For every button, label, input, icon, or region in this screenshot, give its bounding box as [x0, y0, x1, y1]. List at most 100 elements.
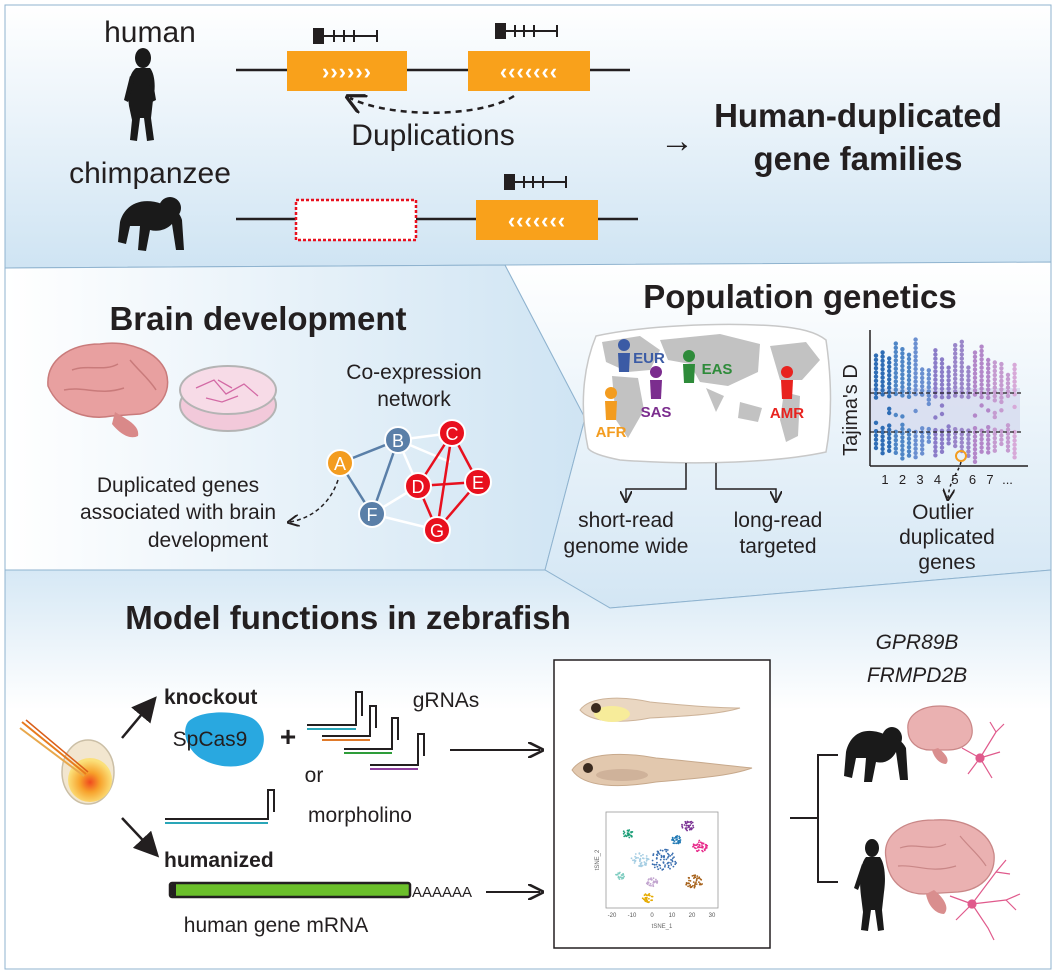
tajimas-d-point [926, 397, 931, 402]
tajimas-d-x-tick: 2 [899, 472, 906, 487]
tajimas-d-point [986, 395, 991, 400]
tajimas-d-point [966, 445, 971, 450]
tsne-point [632, 859, 634, 862]
tajimas-d-point [1012, 450, 1017, 456]
tajimas-d-point [992, 435, 997, 441]
tajimas-d-point [986, 450, 991, 455]
tajimas-d-point [913, 379, 918, 384]
tsne-point [633, 862, 636, 864]
tsne-point [694, 882, 697, 885]
tajimas-d-point [906, 369, 912, 374]
tsne-point [685, 882, 688, 884]
tajimas-d-point [999, 387, 1004, 392]
tajimas-d-x-tick: 7 [986, 472, 993, 487]
tsne-point [655, 857, 658, 860]
long-read-line2: targeted [739, 535, 816, 558]
tajimas-d-point [1005, 427, 1011, 432]
svg-text:AMR: AMR [770, 405, 804, 422]
tsne-point [688, 879, 690, 882]
tajimas-d-point [900, 384, 905, 390]
tajimas-d-point [873, 353, 879, 358]
tajimas-d-point [926, 384, 931, 390]
tsne-point [622, 832, 625, 835]
tajimas-d-point [979, 386, 984, 391]
tajimas-d-point [873, 433, 879, 438]
tajimas-d-point [893, 442, 898, 447]
tajimas-d-point [880, 425, 885, 431]
tajimas-d-point [900, 447, 905, 453]
outlier-line1: Outlier [912, 501, 974, 524]
tajimas-d-point [946, 382, 951, 387]
tsne-point [630, 857, 633, 860]
or-label: or [305, 764, 324, 787]
tsne-point [667, 864, 670, 867]
tsne-point [695, 883, 698, 885]
tsne-point [697, 845, 700, 848]
tsne-point [662, 855, 665, 857]
tsne-point [703, 849, 706, 852]
tsne-point [685, 822, 688, 825]
tajimas-d-point [887, 373, 892, 378]
tajimas-d-point [893, 358, 898, 363]
tsne-point [653, 866, 656, 869]
tajimas-d-point [893, 366, 898, 371]
tajimas-d-point [992, 372, 997, 378]
tajimas-d-point [880, 379, 885, 384]
tajimas-d-point [972, 442, 978, 448]
tajimas-d-point [933, 444, 938, 450]
tsne-point [652, 885, 655, 888]
human-silhouette-icon [124, 48, 156, 141]
tajimas-d-point [900, 452, 905, 457]
brain-caption-line2: associated with brain [80, 501, 276, 524]
tajimas-d-point [887, 436, 892, 441]
tsne-point [623, 875, 625, 878]
tsne-point [659, 849, 662, 852]
svg-text:G: G [430, 521, 444, 541]
tsne-point [644, 862, 647, 865]
tsne-point [645, 894, 648, 897]
tajimas-d-point [979, 394, 984, 400]
tajimas-d-point [999, 441, 1004, 447]
polya-tail: AAAAAA [412, 884, 472, 901]
tajimas-d-point [992, 431, 997, 437]
tsne-point [639, 858, 641, 861]
tsne-point [659, 858, 662, 861]
tsne-point [648, 894, 651, 897]
tajimas-d-point [893, 362, 898, 367]
tsne-point [664, 864, 666, 866]
tsne-point [648, 884, 651, 887]
tajimas-d-point [946, 369, 951, 375]
tsne-point [659, 867, 662, 869]
tajimas-d-point [873, 437, 879, 442]
tsne-point [689, 884, 692, 886]
tsne-point [651, 895, 654, 898]
tsne-point [698, 839, 701, 842]
tajimas-d-point [966, 382, 971, 387]
tsne-point [656, 865, 659, 868]
outlier-arrow [948, 461, 962, 498]
neuron-icon [961, 721, 1005, 779]
tajimas-d-point [913, 341, 918, 346]
tajimas-d-point [920, 388, 925, 393]
tajimas-d-point [939, 357, 945, 362]
network-node-g: G [423, 516, 451, 544]
tajimas-d-point [959, 385, 964, 391]
tajimas-d-point [986, 437, 991, 442]
svg-text:B: B [392, 431, 404, 451]
tajimas-d-point [906, 453, 912, 458]
tsne-point [650, 884, 652, 887]
network-node-a: A [326, 449, 354, 477]
tajimas-d-point [906, 365, 912, 370]
tajimas-d-point [893, 429, 898, 434]
tajimas-d-point [959, 373, 964, 378]
brain-panel: Brain development Co-expression network [47, 300, 492, 552]
tajimas-d-point [966, 441, 971, 446]
tajimas-d-point [953, 376, 958, 381]
tajimas-d-point [992, 385, 997, 390]
gene-chevrons-left: ‹‹‹‹‹‹‹ [500, 59, 558, 84]
tsne-point [696, 875, 699, 877]
tsne-point [645, 898, 648, 901]
tajimas-d-point [913, 375, 918, 380]
tajimas-d-point [906, 382, 912, 387]
tajimas-d-point [946, 424, 951, 429]
